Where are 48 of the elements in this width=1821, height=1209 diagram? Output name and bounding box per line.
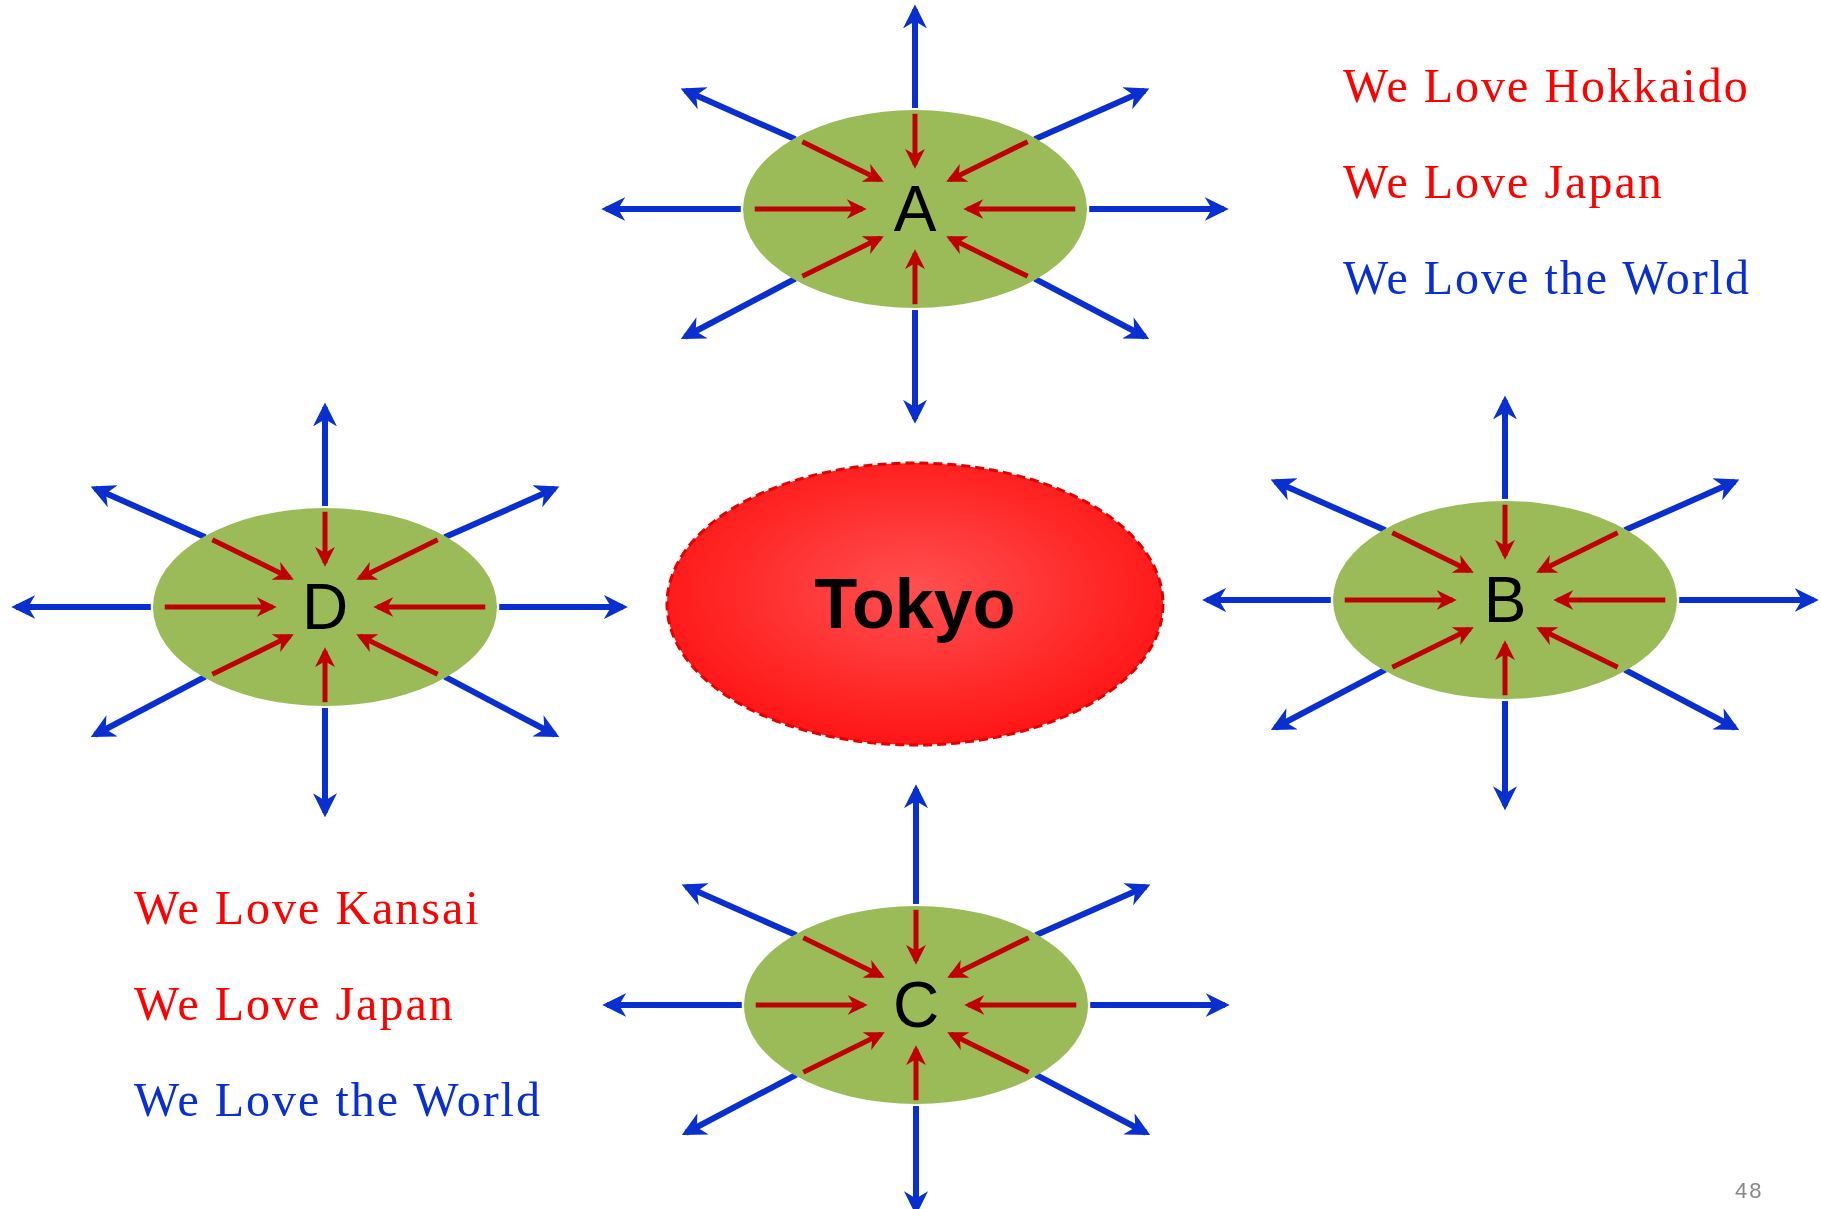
arrow [499, 595, 628, 619]
arrow [1202, 588, 1331, 612]
slogan-text: We Love Kansai [134, 884, 481, 932]
arrow [90, 674, 207, 738]
arrow [903, 4, 927, 108]
page-number: 48 [1735, 1180, 1764, 1202]
arrow [1034, 1072, 1151, 1136]
slogan-text: We Love Hokkaido [1343, 62, 1750, 110]
arrow [1270, 478, 1387, 534]
slogan-text: We Love Japan [1343, 158, 1664, 206]
slogan-text: We Love Japan [134, 980, 455, 1028]
arrow [1493, 395, 1517, 499]
arrow [1493, 701, 1517, 811]
arrow [680, 87, 797, 143]
arrow [443, 485, 560, 541]
arrow [1033, 87, 1150, 143]
region-ellipse [741, 108, 1089, 310]
arrow [1033, 276, 1150, 340]
arrow [904, 784, 928, 904]
region-ellipse [151, 506, 499, 708]
region-ellipse [742, 904, 1090, 1106]
arrow [1623, 667, 1740, 731]
arrow [11, 595, 151, 619]
arrow [680, 276, 797, 340]
arrow [1623, 478, 1740, 534]
arrow [602, 993, 742, 1017]
arrow [313, 708, 337, 818]
city-ellipse [665, 461, 1165, 747]
slogan-text: We Love the World [1343, 254, 1751, 302]
slogan-text: We Love the World [134, 1076, 542, 1124]
arrow [1089, 197, 1229, 221]
arrow [601, 197, 741, 221]
arrow [681, 883, 798, 939]
arrow [1270, 667, 1387, 731]
region-ellipse [1331, 499, 1679, 701]
arrow [90, 485, 207, 541]
arrow [903, 310, 927, 424]
region-letter: C [892, 973, 940, 1037]
region-letter: A [893, 177, 937, 241]
arrow [443, 674, 560, 738]
arrow [681, 1072, 798, 1136]
arrow [904, 1106, 928, 1209]
region-letter: B [1483, 568, 1527, 632]
region-letter: D [301, 575, 349, 639]
arrow [1679, 588, 1819, 612]
arrow [313, 402, 337, 506]
arrow [1090, 993, 1230, 1017]
arrow [1034, 883, 1151, 939]
